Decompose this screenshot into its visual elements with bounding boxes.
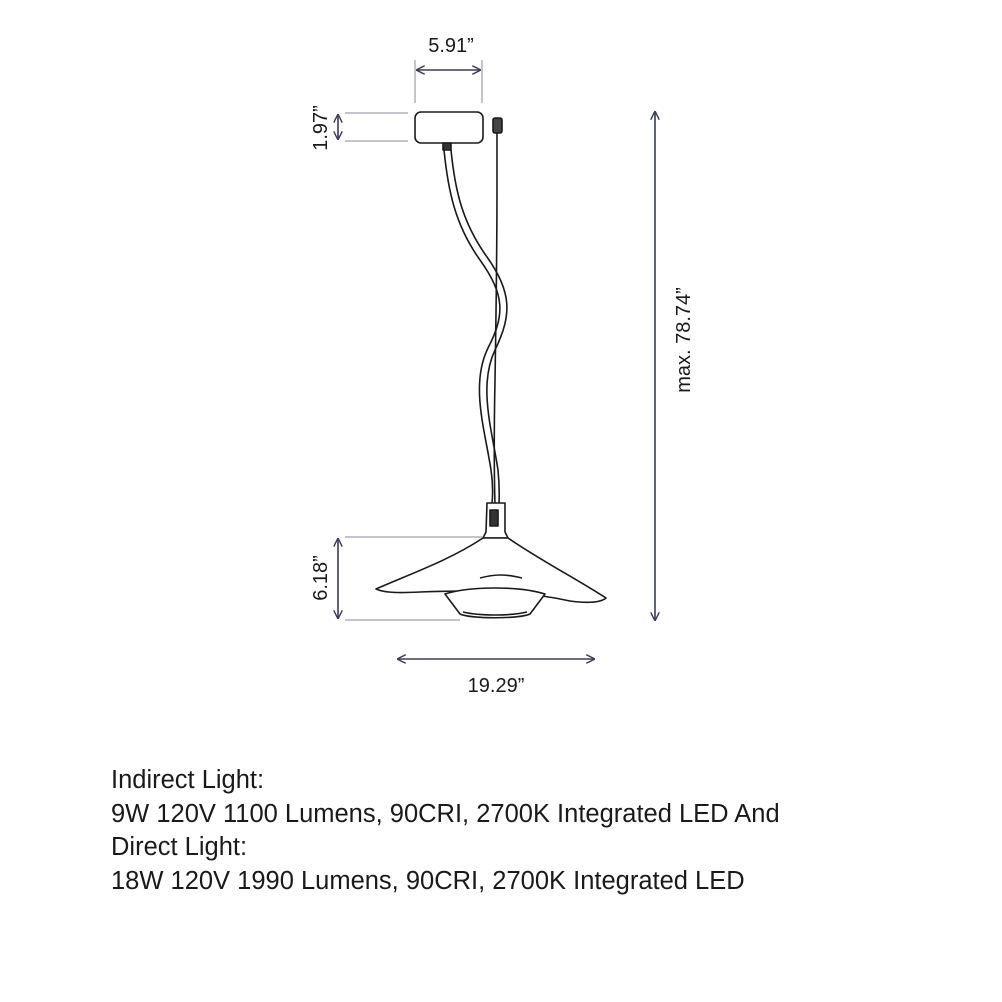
spec-direct-heading: Direct Light: [111,833,248,861]
pendant-fixture [375,111,607,619]
shade-width-dimension: 19.29” [398,659,594,697]
max-height-label: max. 78.74” [673,287,695,393]
suspension-cable-b [450,149,508,506]
power-wire-connector [492,117,503,134]
lighting-specifications: Indirect Light: 9W 120V 1100 Lumens, 90C… [111,764,971,898]
canopy-width-dimension: 5.91” [414,35,483,103]
canopy-width-label: 5.91” [428,35,474,57]
shade-height-label: 6.18” [310,555,332,601]
canopy-height-dimension: 1.97” [310,105,408,151]
suspension-cable-a [443,149,501,506]
ceiling-canopy [414,111,484,144]
shade-width-label: 19.29” [468,675,525,697]
canopy-height-label: 1.97” [310,105,332,151]
spec-indirect-heading: Indirect Light: [111,766,265,794]
power-wire [493,133,498,506]
direct-light-cup [444,587,546,619]
disc-shade-inner-ring [479,574,523,579]
canopy-cord-grip [442,142,452,151]
direct-light-lens [462,611,528,616]
driver-switch [489,509,499,527]
max-height-dimension: max. 78.74” [655,112,695,620]
spec-direct-detail: 18W 120V 1990 Lumens, 90CRI, 2700K Integ… [111,866,745,895]
spec-indirect-detail: 9W 120V 1100 Lumens, 90CRI, 2700K Integr… [111,799,780,828]
shade-height-dimension: 6.18” [310,536,482,621]
